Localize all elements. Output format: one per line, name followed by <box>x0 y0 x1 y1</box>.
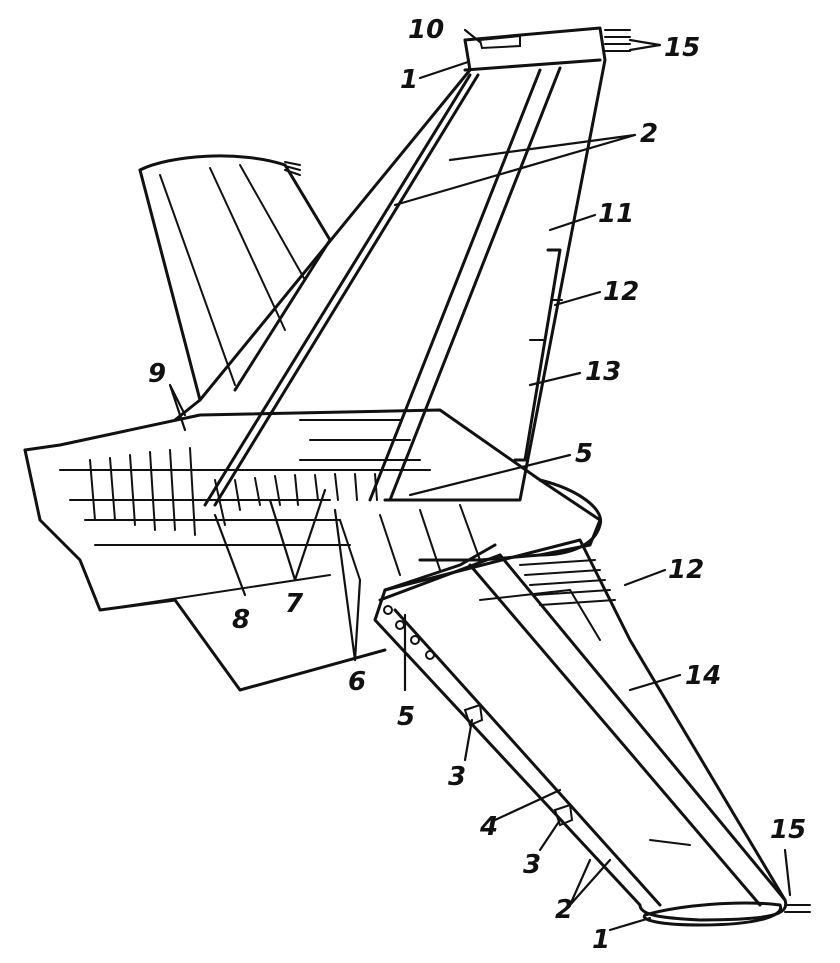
callout-5-low: 5 <box>397 702 415 732</box>
callout-12-right: 12 <box>668 555 704 585</box>
callout-10: 10 <box>408 15 444 45</box>
callout-15-bottom: 15 <box>770 815 806 845</box>
callout-2-bottom: 2 <box>555 895 573 925</box>
far-stabilizer <box>138 154 332 402</box>
cutaway-structure <box>89 419 502 602</box>
callout-3-lower: 3 <box>523 850 541 880</box>
callout-2-top: 2 <box>640 119 658 149</box>
callout-3-upper: 3 <box>448 762 466 792</box>
callout-7: 7 <box>285 589 304 619</box>
callout-1-top: 1 <box>400 65 418 95</box>
callout-5-right: 5 <box>575 439 593 469</box>
fin <box>173 26 631 507</box>
callout-labels: 1 10 15 2 11 12 13 5 9 8 7 6 5 12 14 3 4… <box>148 15 806 955</box>
leader-lines <box>168 28 792 932</box>
callout-1-bottom: 1 <box>592 925 610 955</box>
callout-6: 6 <box>348 667 366 697</box>
callout-13: 13 <box>585 357 621 387</box>
callout-9: 9 <box>148 359 166 389</box>
callout-15-top: 15 <box>664 33 700 63</box>
near-stabilizer <box>373 538 811 927</box>
callout-8: 8 <box>232 605 250 635</box>
callout-4: 4 <box>479 812 498 842</box>
callout-11: 11 <box>598 199 634 229</box>
callout-12-top: 12 <box>603 277 639 307</box>
callout-14: 14 <box>685 661 721 691</box>
fuselage-tail-section <box>23 408 603 692</box>
